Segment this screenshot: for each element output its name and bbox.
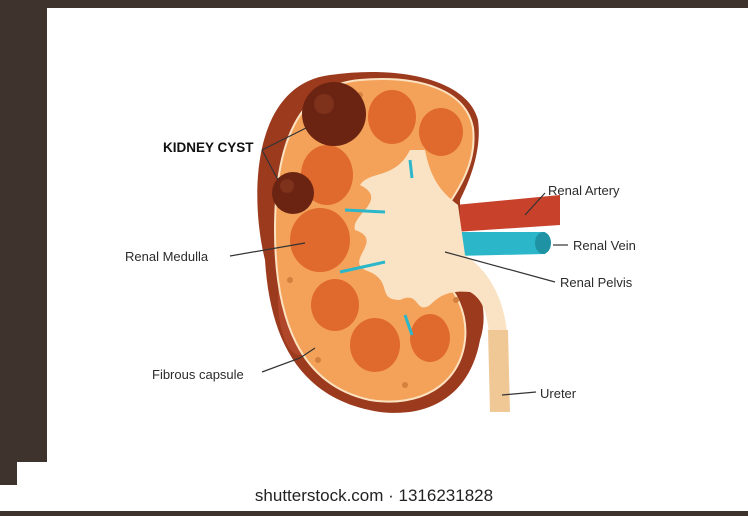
left-frame-panel [17,0,47,462]
label-kidney-cyst: KIDNEY CYST [163,140,254,156]
label-renal-vein: Renal Vein [573,238,636,254]
left-frame-bar [0,0,17,485]
kidney-cyst-small [272,172,314,214]
label-ureter: Ureter [540,386,576,402]
label-fibrous-capsule: Fibrous capsule [152,367,244,383]
watermark-caption: shutterstock.com · 1316231828 [0,486,748,506]
label-renal-medulla: Renal Medulla [125,249,208,265]
label-renal-pelvis: Renal Pelvis [560,275,632,291]
label-renal-artery: Renal Artery [548,183,620,199]
ureter-shape [488,330,510,412]
top-frame-bar [0,0,748,8]
kidney-cyst-large [302,82,366,146]
